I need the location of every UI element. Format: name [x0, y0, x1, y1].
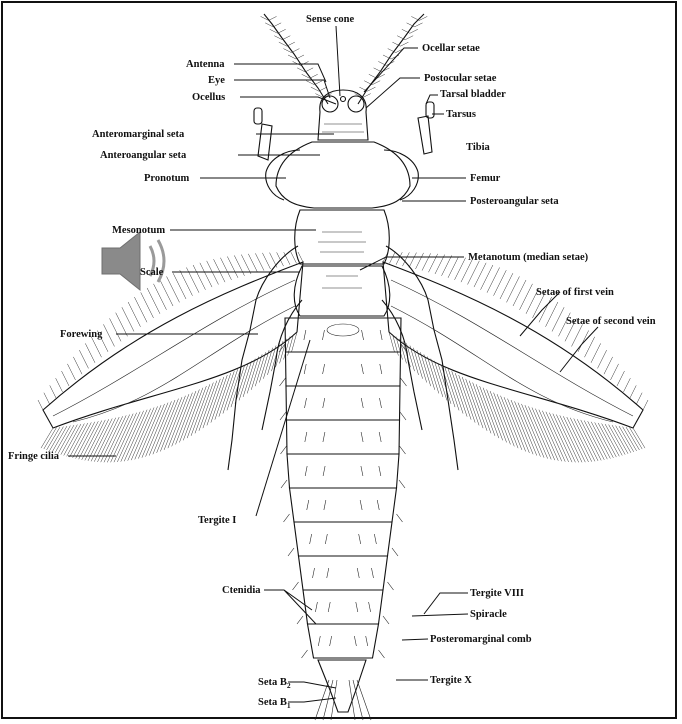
label-ocellar-setae: Ocellar setae [422, 43, 480, 54]
speaker-audio-icon[interactable] [102, 232, 164, 290]
label-pronotum: Pronotum [144, 173, 190, 184]
left-hindleg [262, 300, 302, 430]
left-wing-first-vein [53, 280, 295, 416]
head-striae [322, 124, 364, 132]
antenna-hairs [261, 16, 428, 97]
abdomen-segment [287, 420, 400, 454]
thrips-body [228, 14, 458, 720]
label-eye: Eye [208, 75, 225, 86]
label-seta-b1: Seta B1 [258, 697, 291, 710]
label-setae-first-vein: Setae of first vein [536, 287, 614, 298]
right-forewing [383, 252, 648, 462]
left-wing-membrane [43, 262, 303, 428]
label-forewing: Forewing [60, 329, 103, 340]
metanotum-plate [294, 266, 390, 316]
label-postocular-setae: Postocular setae [424, 73, 497, 84]
right-fringe-cilia [383, 252, 648, 462]
label-tibia: Tibia [466, 142, 490, 153]
abdomen [279, 318, 407, 658]
ocellus-mark [341, 97, 346, 102]
abdomen-segment [303, 590, 383, 624]
left-tarsus [254, 108, 262, 124]
label-tarsus: Tarsus [446, 109, 476, 120]
label-anteromarginal-seta: Anteromarginal seta [92, 129, 185, 140]
label-fringe-cilia: Fringe cilia [8, 451, 60, 462]
abdomen-segment [299, 556, 388, 590]
label-femur: Femur [470, 173, 501, 184]
label-seta-b2: Seta B2 [258, 677, 291, 690]
abdomen-segment [308, 624, 379, 658]
label-setae-second-vein: Setae of second vein [566, 316, 656, 327]
label-tergite-i: Tergite I [198, 515, 236, 526]
label-anteroangular-seta: Anteroangular seta [100, 150, 187, 161]
abdomen-segment [286, 386, 400, 420]
label-antenna: Antenna [186, 59, 225, 70]
label-metanotum: Metanotum (median setae) [468, 252, 589, 263]
left-midleg [228, 246, 298, 470]
label-sense-cone: Sense cone [306, 14, 354, 25]
label-posteromarginal-comb: Posteromarginal comb [430, 634, 532, 645]
label-tarsal-bladder: Tarsal bladder [440, 89, 506, 100]
labels: Sense cone Antenna Eye Ocellus Ocellar s… [8, 14, 656, 710]
leader-lines [68, 26, 598, 702]
right-wing-first-vein [391, 280, 633, 416]
label-mesonotum: Mesonotum [112, 225, 165, 236]
label-posteroangular-seta: Posteroangular seta [470, 196, 559, 207]
left-wing-second-vein [73, 306, 295, 422]
pronotum-plate [276, 142, 410, 208]
label-tergite-x: Tergite X [430, 675, 472, 686]
abdomen-segment [290, 488, 397, 522]
right-foreleg [384, 116, 432, 200]
mesonotum-plate [295, 210, 390, 264]
label-tergite-viii: Tergite VIII [470, 588, 524, 599]
abdomen-segment [285, 318, 401, 352]
label-spiracle: Spiracle [470, 609, 507, 620]
abdomen-segment [294, 522, 392, 556]
abdomen-segment [286, 352, 401, 386]
right-eye [348, 96, 364, 112]
left-foreleg [258, 124, 300, 200]
wings [38, 252, 648, 462]
notum-sculpture [318, 232, 366, 288]
label-ctenidia: Ctenidia [222, 585, 261, 596]
tergite-i-patch [327, 324, 359, 336]
label-scale: Scale [140, 267, 164, 278]
label-ocellus: Ocellus [192, 92, 225, 103]
abdomen-segment [287, 454, 399, 488]
